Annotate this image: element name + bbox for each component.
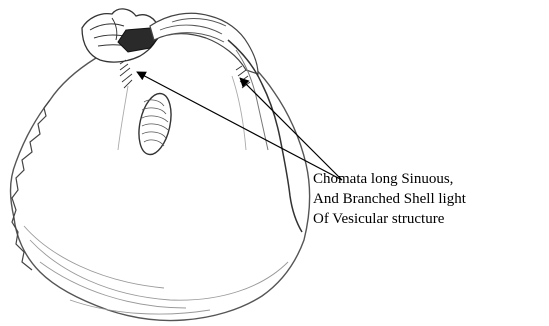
annotation-text: Chomata long Sinuous, And Branched Shell… [313,169,547,229]
shell-outline [11,28,310,321]
annotation-line-3: Of Vesicular structure [313,209,547,229]
chomata-left [120,60,132,88]
inner-line-left [118,86,128,150]
annotation-line-2: And Branched Shell light [313,189,547,209]
annotation-line-1: Chomata long Sinuous, [313,169,547,189]
hinge-right [150,13,258,74]
leader-arrow-right [240,78,342,180]
growth-lines [24,226,288,314]
